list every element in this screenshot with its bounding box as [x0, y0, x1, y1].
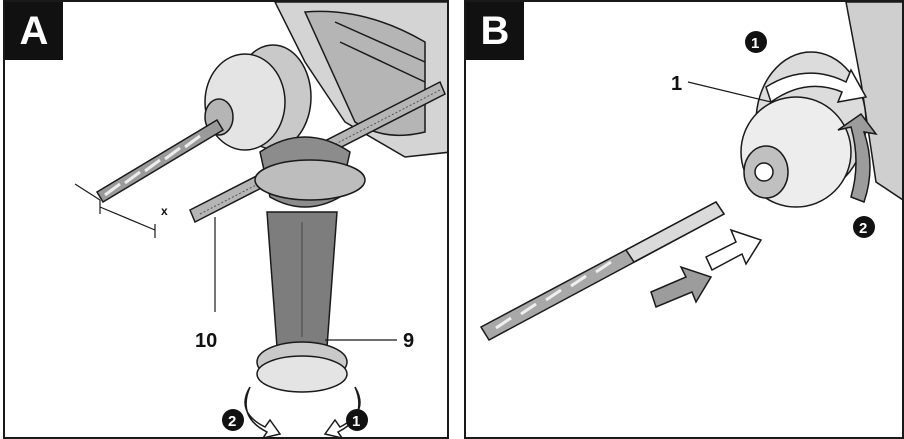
drill-body	[845, 2, 902, 201]
rotation-arrow-top	[765, 68, 868, 104]
rotation-arrows	[244, 386, 361, 437]
handle-clamp	[254, 136, 366, 208]
panel-a: A	[3, 0, 449, 439]
step-2-label: 2	[228, 413, 236, 430]
dimension-x	[74, 183, 156, 238]
step-1-label: 1	[352, 413, 360, 430]
insert-remove-arrows	[650, 228, 763, 309]
rotation-arrow-bottom	[837, 112, 878, 203]
auxiliary-handle	[256, 211, 348, 393]
step-1-label: 1	[751, 35, 759, 52]
leader-1	[687, 81, 772, 103]
step-2-label: 2	[859, 220, 867, 237]
callout-1: 1	[671, 73, 682, 95]
dimension-x-label: x	[161, 204, 168, 218]
callout-9: 9	[403, 330, 414, 352]
panel-a-illustration: x 10 9 2 1	[74, 2, 447, 437]
callout-10: 10	[195, 330, 217, 352]
step-2-icon: 2	[222, 409, 244, 431]
drill-bit	[95, 118, 225, 204]
step-1-icon: 1	[346, 409, 368, 431]
panel-b-illustration: 1 2 1	[479, 2, 902, 341]
step-1-icon: 1	[745, 31, 767, 53]
panel-b-label: B	[466, 2, 524, 60]
panel-b: B 1 2 1	[464, 0, 904, 439]
step-2-icon: 2	[853, 216, 875, 238]
drill-bit	[479, 201, 726, 341]
panel-a-label: A	[5, 2, 63, 60]
chuck	[204, 44, 312, 151]
